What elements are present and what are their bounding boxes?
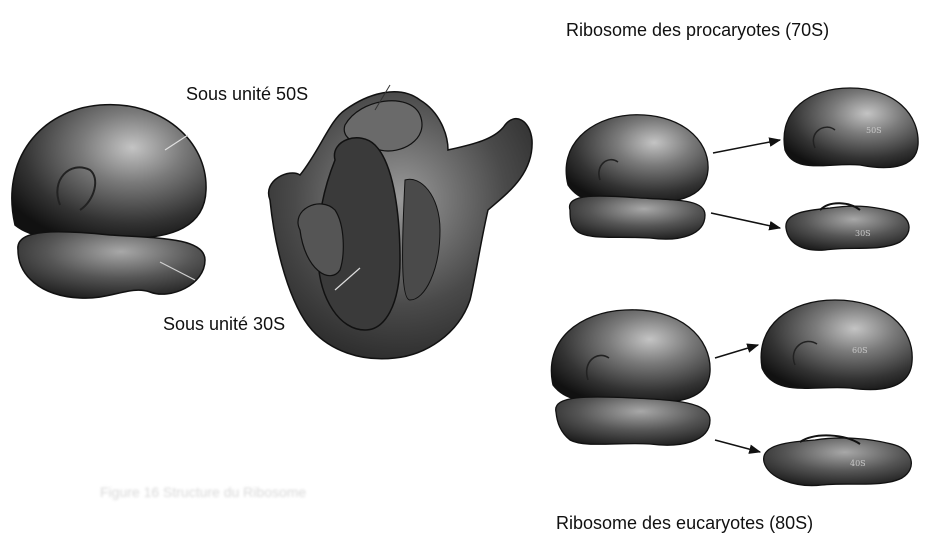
prokaryote-large-subunit (784, 88, 918, 168)
ribosome-side-view (269, 85, 533, 359)
prokaryote-small-tag: 30S (855, 229, 871, 238)
large-subunit-shape (12, 105, 206, 239)
ribosome-front-view (12, 105, 206, 299)
prokaryote-title: Ribosome des procaryotes (70S) (566, 21, 829, 39)
prokaryote-ribosome: 50S 30S (566, 88, 918, 250)
subunit-30s-label: Sous unité 30S (163, 315, 285, 333)
prokaryote-large-tag: 50S (866, 126, 882, 135)
subunit-50s-label: Sous unité 50S (186, 85, 308, 103)
blurred-caption: Figure 16 Structure du Ribosome (100, 484, 306, 500)
small-subunit-shape (18, 232, 205, 298)
eukaryote-ribosome: 60S 40S (551, 300, 912, 486)
eukaryote-small-subunit (764, 438, 912, 486)
eukaryote-large-subunit (761, 300, 912, 390)
prokaryote-small-subunit (786, 206, 909, 250)
eukaryote-large-tag: 60S (852, 346, 868, 355)
eukaryote-title: Ribosome des eucaryotes (80S) (556, 514, 813, 532)
eukaryote-small-tag: 40S (850, 459, 866, 468)
